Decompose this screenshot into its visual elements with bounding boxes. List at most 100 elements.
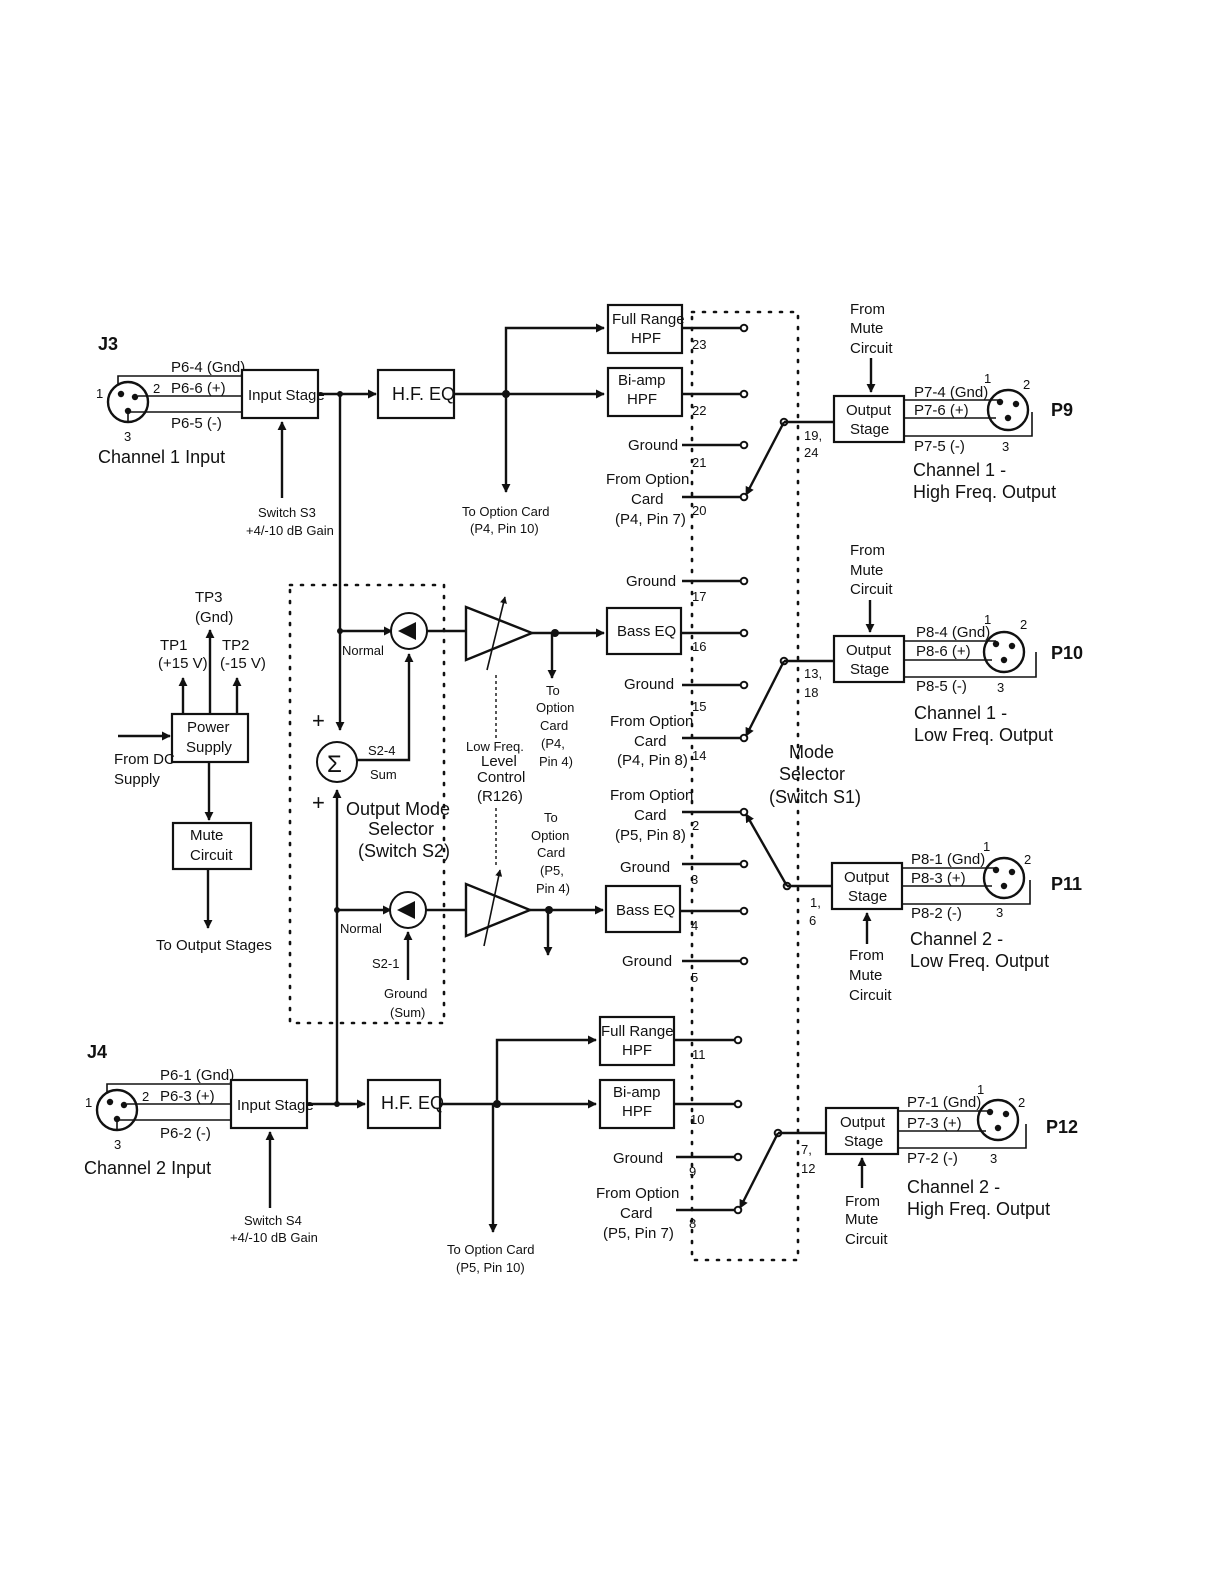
ch1-hf-eq-label: H.F. EQ — [392, 384, 455, 404]
ch1-lf-amplifier — [464, 605, 536, 662]
s1-p4-pin7: (P4, Pin 7) — [615, 511, 686, 528]
ch1-biamp-label: Bi-amp — [618, 372, 666, 389]
p12-pin3: 3 — [990, 1151, 997, 1166]
p10-mute: Mute — [850, 562, 883, 579]
common-1: 1, — [810, 895, 821, 910]
p9-pin3: 3 — [1002, 439, 1009, 454]
sum-plus-top: + — [312, 708, 325, 733]
lf1-to-label: To — [546, 683, 560, 698]
mute-circuit-label-2: Circuit — [190, 847, 233, 864]
output-p11-section: Output Stage From Mute Circuit P8-1 (Gnd… — [787, 839, 1082, 1004]
j3-plus-label: P6-6 (+) — [171, 380, 226, 397]
p11-title-1: Channel 2 - — [910, 929, 1003, 949]
pin-10: 10 — [690, 1112, 704, 1127]
p10-title-1: Channel 1 - — [914, 703, 1007, 723]
p11-output-label: Output — [844, 869, 890, 886]
common-24: 24 — [804, 445, 818, 460]
pin-17: 17 — [692, 589, 706, 604]
s1-from-option-2: From Option — [610, 787, 693, 804]
lf1-p4-label: (P4, — [541, 736, 565, 751]
output-p9-section: From Mute Circuit Output Stage P7-4 (Gnd… — [784, 301, 1073, 502]
ch2-biamp-hpf-box — [598, 1078, 676, 1130]
pin-22: 22 — [692, 403, 706, 418]
p10-pin3: 3 — [997, 680, 1004, 695]
low-freq-amplifier-path: To Option Card (P4, Pin 4) Low Freq. Lev… — [426, 596, 605, 956]
s2-title-3: (Switch S2) — [358, 841, 450, 861]
pin-5: 5 — [691, 970, 698, 985]
p11-minus-label: P8-2 (-) — [911, 905, 962, 922]
j3-gnd-label: P6-4 (Gnd) — [171, 359, 245, 376]
s2-4-label: S2-4 — [368, 743, 395, 758]
p11-stage-label: Stage — [848, 888, 887, 905]
power-supply-label-2: Supply — [186, 739, 232, 756]
p10-gnd-label: P8-4 (Gnd) — [916, 624, 990, 641]
p11-pin2: 2 — [1024, 852, 1031, 867]
j4-plus-label: P6-3 (+) — [160, 1088, 215, 1105]
power-supply-section: TP3 (Gnd) TP1 (+15 V) TP2 (-15 V) Power … — [114, 589, 272, 954]
tp2-value: (-15 V) — [220, 655, 266, 672]
p10-title-2: Low Freq. Output — [914, 725, 1053, 745]
common-6: 6 — [809, 913, 816, 928]
ch1-to-option-card: To Option Card — [462, 504, 549, 519]
lf-level-l4: (R126) — [477, 788, 523, 805]
s1-p4-pin8: (P4, Pin 8) — [617, 752, 688, 769]
switch-s3-label: Switch S3 — [258, 505, 316, 520]
p12-mute: Mute — [845, 1211, 878, 1228]
power-supply-box — [170, 712, 250, 764]
p9-output-stage-box — [832, 394, 906, 444]
j4-label: J4 — [87, 1042, 107, 1062]
p9-pin1: 1 — [984, 371, 991, 386]
s1-card-8: Card — [620, 1205, 653, 1222]
s1-from-option-14: From Option — [610, 713, 693, 730]
s1-ground-21: Ground — [628, 437, 678, 454]
pin-4: 4 — [691, 918, 698, 933]
ch1-biamp-hpf-box — [606, 366, 684, 418]
p12-plus-label: P7-3 (+) — [907, 1115, 962, 1132]
p9-output-label: Output — [846, 402, 892, 419]
lf-level-l1: Low Freq. — [466, 739, 524, 754]
p9-minus-label: P7-5 (-) — [914, 438, 965, 455]
common-19: 19, — [804, 428, 822, 443]
j4-pin1: 1 — [85, 1095, 92, 1110]
ch1-full-range-label: Full Range — [612, 311, 685, 328]
pin-20: 20 — [692, 503, 706, 518]
tp3-label: TP3 — [195, 589, 223, 606]
p9-from: From — [850, 301, 885, 318]
p11-circuit: Circuit — [849, 987, 892, 1004]
s1-title-1: Mode — [789, 742, 834, 762]
p9-gnd-label: P7-4 (Gnd) — [914, 384, 988, 401]
p12-title-1: Channel 2 - — [907, 1177, 1000, 1197]
lf2-pin4-label: Pin 4) — [536, 881, 570, 896]
p11-gnd-label: P8-1 (Gnd) — [911, 851, 985, 868]
p9-plus-label: P7-6 (+) — [914, 402, 969, 419]
p11-pin1: 1 — [983, 839, 990, 854]
ch1-hf-eq-box — [376, 368, 456, 420]
switch-s4-label: Switch S4 — [244, 1213, 302, 1228]
lf1-card-label: Card — [540, 718, 568, 733]
to-output-stages-label: To Output Stages — [156, 937, 272, 954]
j4-pin3: 3 — [114, 1137, 121, 1152]
channel-2-input-title: Channel 2 Input — [84, 1158, 211, 1178]
pin-9: 9 — [689, 1164, 696, 1179]
p11-label: P11 — [1051, 874, 1082, 894]
output-p10-section: From Mute Circuit Output Stage P8-4 (Gnd… — [784, 542, 1083, 745]
p10-circuit: Circuit — [850, 581, 893, 598]
p11-from: From — [849, 947, 884, 964]
channel-2-input-section: J4 1 2 3 P6-1 (Gnd) P6-3 (+) P6-2 (-) Ch… — [84, 1035, 597, 1275]
p10-output-stage-box — [832, 634, 906, 684]
tp1-label: TP1 — [160, 637, 188, 654]
ch2-biamp-label: Bi-amp — [613, 1084, 661, 1101]
from-dc-supply-label: Supply — [114, 771, 160, 788]
ch2-input-stage-label: Input Stage — [237, 1097, 314, 1114]
j3-minus-label: P6-5 (-) — [171, 415, 222, 432]
p10-pin1: 1 — [984, 612, 991, 627]
s2-ground-sum-label: (Sum) — [390, 1005, 425, 1020]
ch1-to-option-pin: (P4, Pin 10) — [470, 521, 539, 536]
s2-normal-bottom: Normal — [340, 921, 382, 936]
mode-selector-s1: Ground From Option Card (P4, Pin 7) Grou… — [596, 310, 861, 1262]
s2-sum-label: Sum — [370, 767, 397, 782]
p10-minus-label: P8-5 (-) — [916, 678, 967, 695]
lf2-option-label: Option — [531, 828, 569, 843]
p12-output-stage-box — [824, 1106, 900, 1156]
ch2-to-option-card: To Option Card — [447, 1242, 534, 1257]
